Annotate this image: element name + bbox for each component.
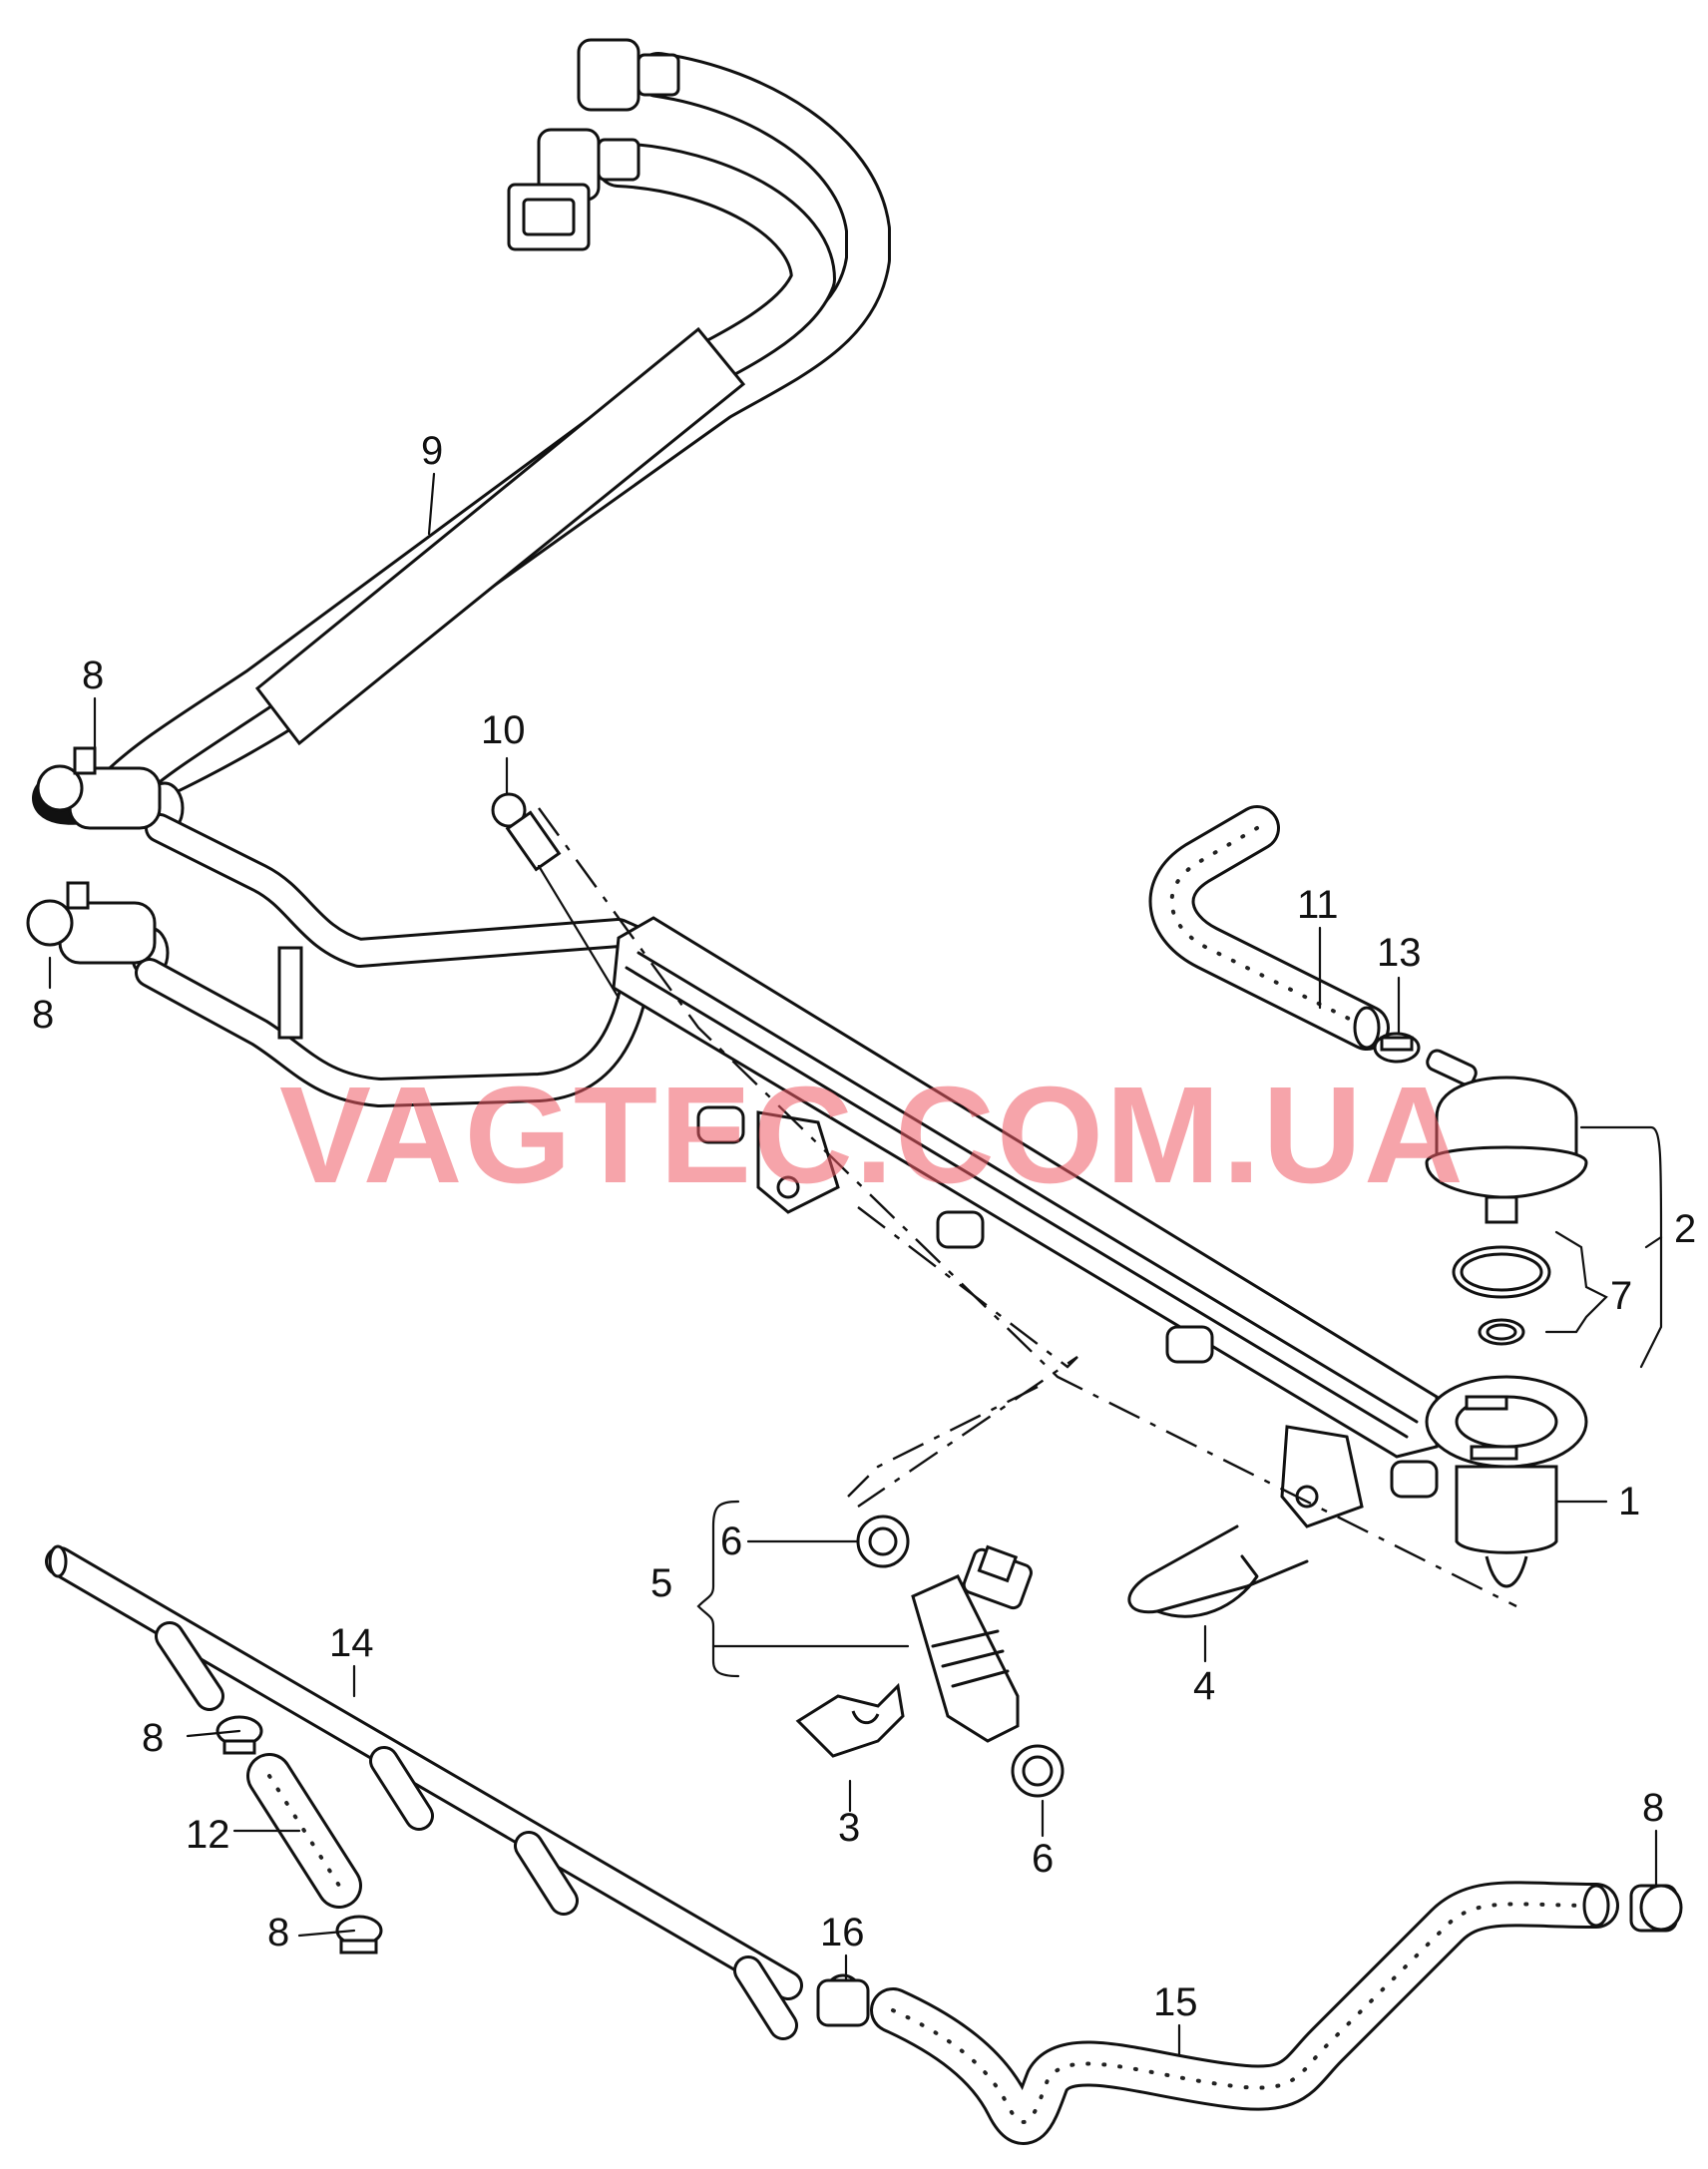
- callout-11: 11: [1297, 883, 1339, 927]
- callout-6-upper: 6: [720, 1519, 742, 1563]
- callout-8-top: 8: [82, 653, 104, 697]
- part-1-fuel-rail: [612, 916, 1588, 1588]
- part-10-bolt: [491, 792, 621, 1000]
- watermark-text: VAGTEC.COM.UA: [279, 1059, 1466, 1212]
- callout-15: 15: [1153, 1980, 1198, 2024]
- callout-8-left: 8: [32, 993, 54, 1037]
- part-11-vacuum-hose: [1148, 805, 1390, 1051]
- callout-3: 3: [838, 1806, 860, 1850]
- part-7-o-rings: [1452, 1245, 1551, 1346]
- fuel-feed-pipes: [135, 813, 713, 1107]
- callout-labels: 1 2 3 4 5 6 6 7 8 8 8 8 8 9 10 11 12 13 …: [32, 429, 1696, 2024]
- callout-14: 14: [329, 1621, 374, 1665]
- part-13-hose-clamp: [1373, 1032, 1421, 1064]
- callout-8-bottom: 8: [267, 1911, 289, 1954]
- callout-2: 2: [1674, 1207, 1696, 1251]
- callout-7: 7: [1610, 1274, 1632, 1318]
- callout-13: 13: [1377, 931, 1422, 975]
- callout-10: 10: [481, 708, 526, 752]
- callout-16: 16: [820, 1911, 865, 1954]
- part-14-fuel-distributor: [45, 1544, 803, 2040]
- callout-5: 5: [650, 1561, 672, 1605]
- part-16-hose-clamp: [816, 1973, 870, 2027]
- part-4-retaining-clip: [1127, 1524, 1309, 1618]
- callout-leader-lines: [48, 472, 1663, 2057]
- part-2-fuel-pressure-regulator: [1425, 1049, 1588, 1224]
- part-12-short-hose: [215, 1715, 383, 1954]
- part-3-injector-clip: [795, 1682, 905, 1758]
- callout-12: 12: [186, 1813, 230, 1857]
- callout-4: 4: [1193, 1664, 1215, 1708]
- part-15-return-hose: [870, 1881, 1683, 2145]
- callout-8-mid: 8: [142, 1716, 164, 1760]
- callout-1: 1: [1618, 1480, 1640, 1523]
- callout-6-lower: 6: [1032, 1837, 1054, 1881]
- part-5-fuel-injector: [856, 1515, 1065, 1798]
- left-hose-clamps: [26, 746, 162, 965]
- assembly-guide-lines: [538, 807, 1517, 1608]
- callout-8-right: 8: [1642, 1786, 1664, 1830]
- callout-9: 9: [421, 429, 443, 473]
